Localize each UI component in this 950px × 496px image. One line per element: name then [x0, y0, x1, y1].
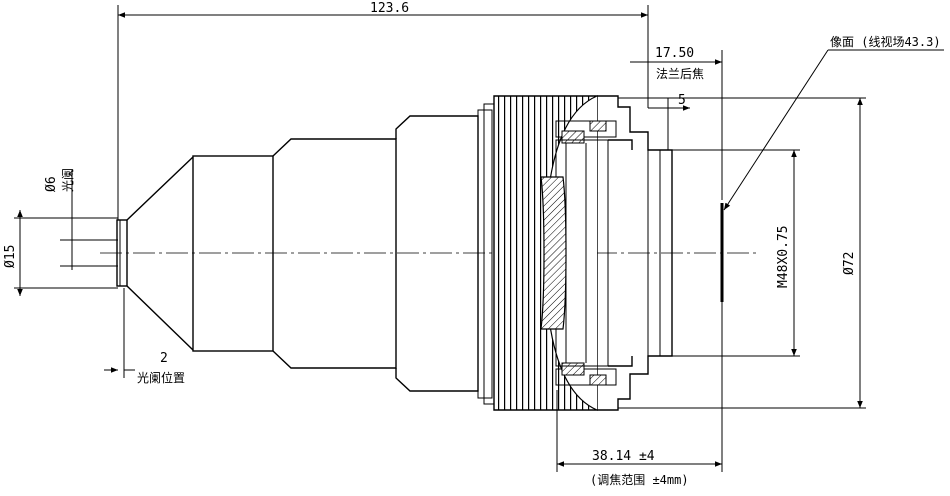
barrel-section-2: [272, 138, 397, 369]
flange-focal-value: 17.50: [655, 46, 694, 61]
rear-housing: [597, 95, 673, 411]
lens-element: [540, 176, 567, 330]
step-value: 5: [678, 93, 686, 108]
front-diameter-label: Ø15: [3, 245, 18, 268]
aperture-position-label: 光阑位置: [137, 370, 185, 385]
overall-length-label: 123.6: [370, 1, 409, 16]
focus-range-label: (调焦范围 ±4mm): [590, 473, 689, 487]
lens-body: [100, 95, 760, 411]
image-plane-label: 像面 (线视场43.3): [830, 34, 941, 49]
mount-thread-label: M48X0.75: [776, 225, 791, 288]
aperture-position-value: 2: [160, 351, 168, 366]
aperture-label: 光阑: [60, 168, 75, 192]
dimension-lines: [14, 5, 944, 472]
outer-diameter-label: Ø72: [842, 252, 857, 275]
rear-mount: [608, 139, 633, 367]
flange-focal-label: 法兰后焦: [656, 67, 704, 81]
dimension-labels: 123.6 17.50 法兰后焦 5 Ø6 光阑 Ø15 2 光阑位置 M48X…: [3, 1, 941, 487]
barrel-section-3: [395, 115, 479, 392]
barrel-section-1: [192, 155, 274, 352]
focus-distance-value: 38.14 ±4: [592, 449, 655, 464]
aperture-diameter-label: Ø6: [44, 176, 59, 192]
front-tip: [116, 219, 128, 287]
front-cone: [126, 156, 194, 351]
